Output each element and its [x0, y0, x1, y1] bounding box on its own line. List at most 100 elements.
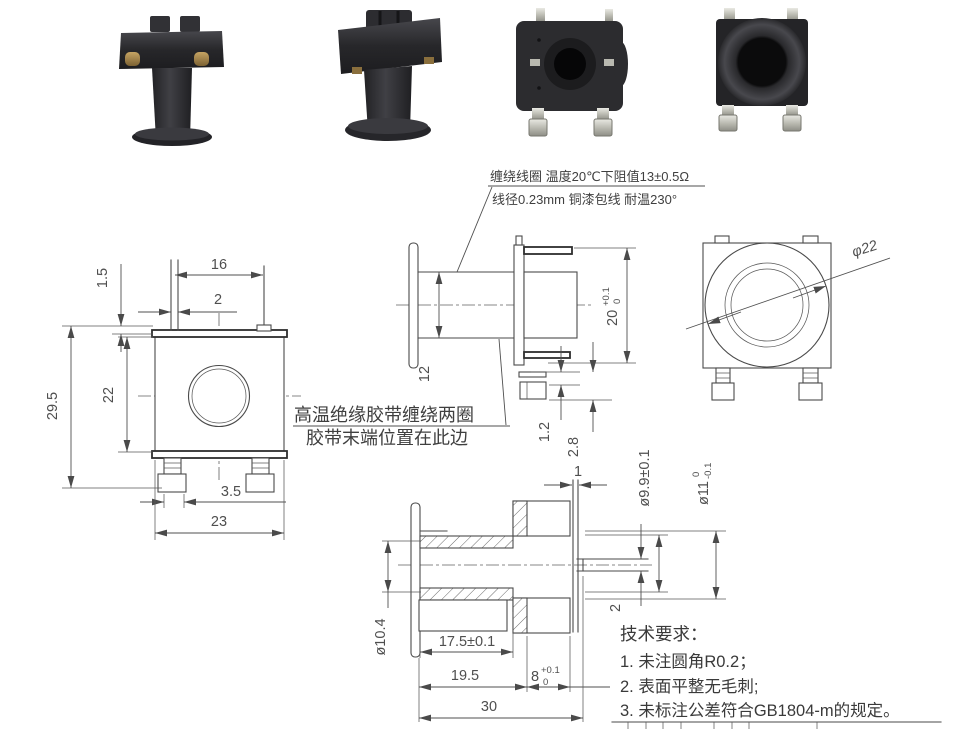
dim-width-23: 23 — [154, 460, 285, 540]
dim-width-19-5: 19.5 — [418, 636, 528, 722]
photo4-bottom-pin — [786, 105, 798, 116]
dim-phi22-label: φ22 — [850, 238, 879, 261]
coil-note-line2: 线径0.23mm 铜漆包线 耐温230° — [492, 192, 677, 207]
bottom-pin-neck — [163, 457, 182, 475]
bottom-flange-plate — [151, 450, 288, 459]
dim-diameter-11: ø11 0 -0.1 — [585, 463, 726, 600]
photo2-flange-top — [348, 118, 428, 134]
dim-core-12: 12 — [417, 272, 443, 382]
tech-requirement-item: 3. 未标注公差符合GB1804-m的规定。 — [620, 701, 900, 720]
photo3-top-pin — [605, 9, 613, 22]
dim-pin-2-8: 2.8 — [549, 342, 612, 457]
photo3-side-tab — [604, 59, 614, 66]
dim-diameter-22: φ22 — [685, 238, 891, 330]
tape-note-line1: 高温绝缘胶带缠绕两圈 — [294, 405, 474, 425]
dim-height-22: 22 — [101, 336, 153, 453]
photo3-hole — [554, 48, 586, 80]
body-block — [523, 271, 578, 339]
dim-pin-1: 1 — [544, 464, 607, 489]
photo3-hole-dot — [537, 86, 541, 90]
dim-width-17-5: 17.5±0.1 — [419, 612, 514, 658]
photo2-stem — [364, 66, 412, 132]
terminal-stub — [256, 324, 272, 332]
bottom-pin-foot — [798, 382, 823, 401]
dim-30-label: 30 — [481, 699, 497, 715]
dim-pin-3-5: 3.5 — [140, 484, 286, 508]
dim-width-8: 8 +0.1 0 — [527, 636, 610, 692]
photo-product-face-smooth — [716, 8, 808, 132]
photo1-stem — [152, 68, 192, 140]
view-back: φ22 — [685, 235, 891, 401]
dim-2-offset-label: 2 — [608, 604, 624, 612]
bottom-pin-foot — [711, 382, 735, 401]
photo4-bottom-pin — [782, 114, 802, 132]
pin-bracket — [518, 371, 547, 378]
body-top-plate — [523, 246, 573, 255]
dim-1-label: 1 — [574, 464, 582, 480]
photo2-head — [338, 18, 442, 74]
tube-wall-bottom-hatched — [419, 587, 514, 601]
leader-line — [456, 186, 493, 273]
dim-phi11-label: ø11 — [696, 481, 712, 505]
view-side: 12 20 +0.1 0 1.2 2.8 — [293, 169, 705, 457]
dim-width-30: 30 — [419, 576, 584, 722]
center-bore-outer — [187, 364, 251, 428]
photo3-bottom-pin — [528, 118, 548, 137]
dim-diameter-9-9: ø9.9±0.1 — [585, 449, 668, 593]
dim-8-tol-upper: +0.1 — [541, 665, 560, 676]
pin-block — [519, 381, 547, 400]
tech-requirements-title: 技术要求： — [620, 624, 708, 644]
bottom-pin-foot — [245, 473, 275, 493]
photo3-top-pin — [536, 8, 545, 22]
top-flange-plate — [151, 329, 288, 338]
top-pin — [802, 235, 819, 244]
photo4-donut — [718, 18, 806, 106]
photo1-flange-top — [135, 127, 209, 141]
photo4-top-pin — [724, 8, 735, 21]
dim-20-tol-upper: +0.1 — [601, 287, 612, 306]
photo2-gold-pin — [352, 67, 362, 74]
photo4-bottom-pin — [718, 114, 738, 132]
dim-3-5-label: 3.5 — [221, 484, 241, 500]
dim-29-5-label: 29.5 — [45, 392, 61, 420]
photo3-side-bulge — [614, 42, 628, 86]
dim-19-5-label: 19.5 — [451, 668, 479, 684]
dim-1-2-label: 1.2 — [537, 422, 553, 442]
callout-tape-note: 高温绝缘胶带缠绕两圈 胶带末端位置在此边 — [293, 338, 510, 448]
dim-2-label: 2 — [214, 292, 222, 308]
dim-phi9-9-label: ø9.9±0.1 — [637, 449, 653, 506]
photo3-bottom-pin — [532, 108, 544, 120]
flange-circle-22 — [704, 242, 830, 368]
view-section: 1 ø9.9±0.1 ø11 0 -0.1 2 — [373, 449, 726, 722]
dim-phi10-4-label: ø10.4 — [373, 618, 389, 655]
flange-disc-section — [410, 502, 421, 658]
body-plate — [513, 244, 525, 366]
left-flange-disc — [408, 242, 419, 369]
photo1-top-tab — [180, 16, 200, 32]
dim-2-8-label: 2.8 — [566, 437, 582, 457]
photo-product-angled — [338, 10, 442, 141]
photo3-bottom-pin — [593, 118, 613, 137]
dim-23-label: 23 — [211, 514, 227, 530]
dim-22-label: 22 — [101, 387, 117, 403]
bottom-pin-neck — [251, 457, 270, 475]
photo4-top-pin — [787, 8, 798, 21]
dim-offset-2: 2 — [608, 524, 645, 612]
dim-height-29-5: 29.5 — [45, 326, 162, 489]
dim-17-5-label: 17.5±0.1 — [439, 634, 495, 650]
center-bore-inner — [191, 368, 247, 424]
bottom-pin-foot — [157, 473, 187, 493]
body-bottom-plate — [523, 351, 571, 359]
dim-phi11-tol-upper: 0 — [691, 472, 702, 477]
dim-20-label: 20 — [605, 310, 621, 326]
technical-requirements: 技术要求： 1. 未注圆角R0.2； 2. 表面平整无毛刺; 3. 未标注公差符… — [620, 624, 900, 720]
tech-requirement-item: 2. 表面平整无毛刺; — [620, 677, 758, 696]
leader-line — [498, 338, 507, 426]
dim-12-label: 12 — [417, 366, 433, 382]
title-block-ruler — [611, 721, 942, 729]
dim-8-tol-lower: 0 — [543, 677, 548, 688]
photo2-gold-pin — [424, 57, 434, 64]
dim-width-16: 16 — [175, 257, 263, 279]
coil-note-line1: 缠绕线圈 温度20℃下阻值13±0.5Ω — [490, 169, 689, 184]
